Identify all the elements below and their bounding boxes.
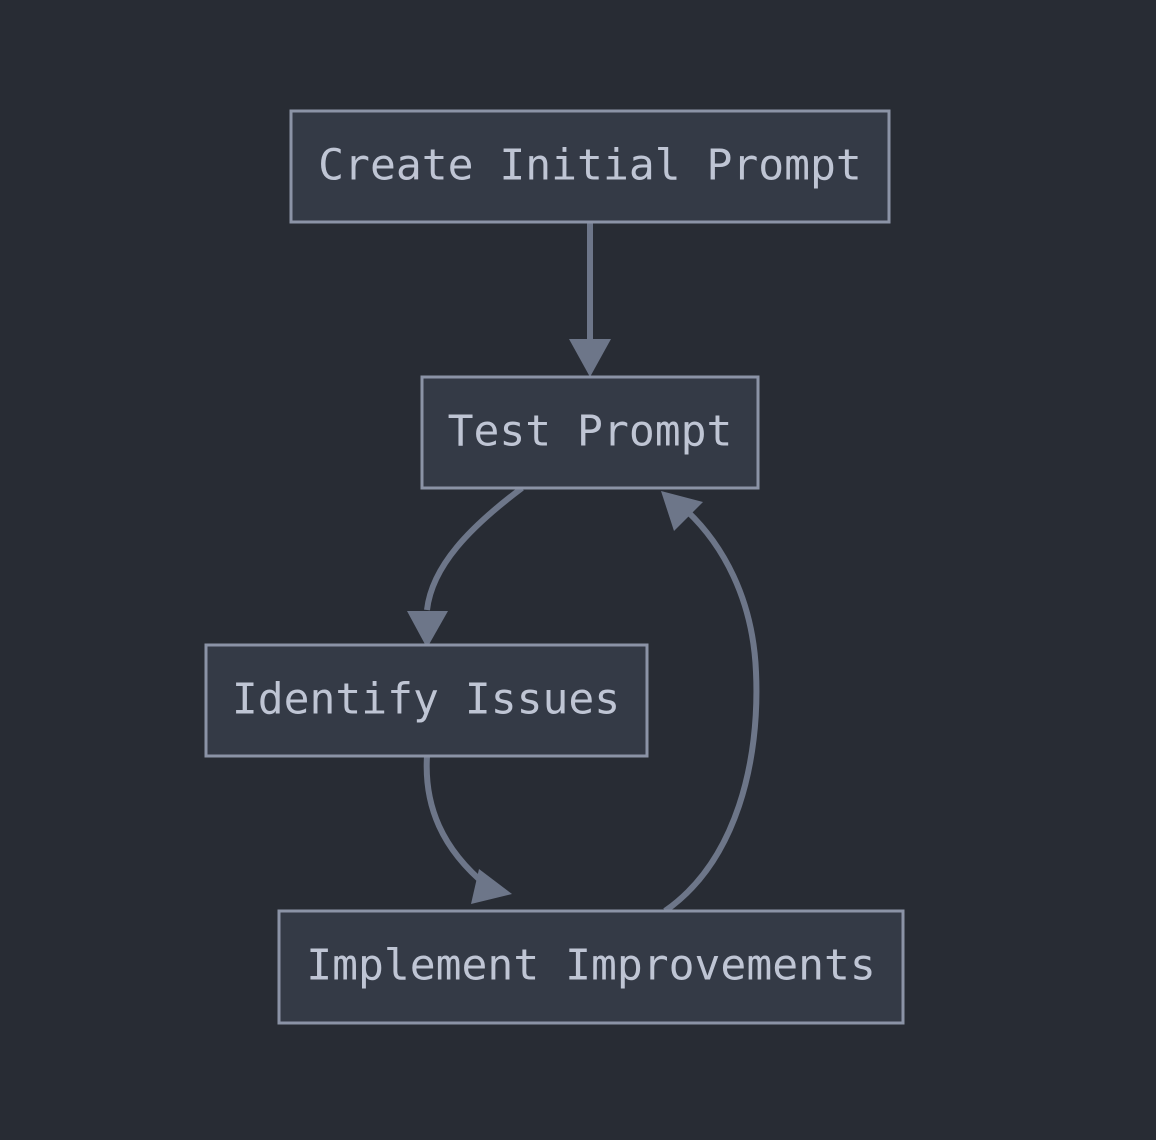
edge-line [424,485,524,611]
node-label: Implement Improvements [306,941,876,991]
node-box [277,909,905,1025]
node-label: Identify Issues [232,675,620,725]
node-test-prompt[interactable]: Test Prompt [420,375,760,490]
edge-layer [407,222,760,914]
edge-create-initial-prompt-to-test-prompt[interactable] [569,222,611,377]
node-label: Test Prompt [448,407,733,457]
edge-test-prompt-to-identify-issues[interactable] [407,485,524,648]
node-box [420,375,760,490]
arrowhead-icon [569,339,611,377]
node-layer: Create Initial Prompt Test Prompt Identi… [204,109,905,1025]
arrowhead-icon [661,491,703,531]
edge-implement-improvements-to-test-prompt[interactable] [661,491,760,914]
node-implement-improvements[interactable]: Implement Improvements [277,909,905,1025]
arrowhead-icon [471,869,512,904]
node-create-initial-prompt[interactable]: Create Initial Prompt [289,109,891,224]
edge-line [663,508,760,914]
node-box [204,643,649,758]
edge-line [423,755,489,889]
node-identify-issues[interactable]: Identify Issues [204,643,649,758]
node-box [289,109,891,224]
node-label: Create Initial Prompt [318,141,862,191]
arrowhead-icon [407,611,448,648]
edge-identify-issues-to-implement-improvements[interactable] [423,755,512,904]
